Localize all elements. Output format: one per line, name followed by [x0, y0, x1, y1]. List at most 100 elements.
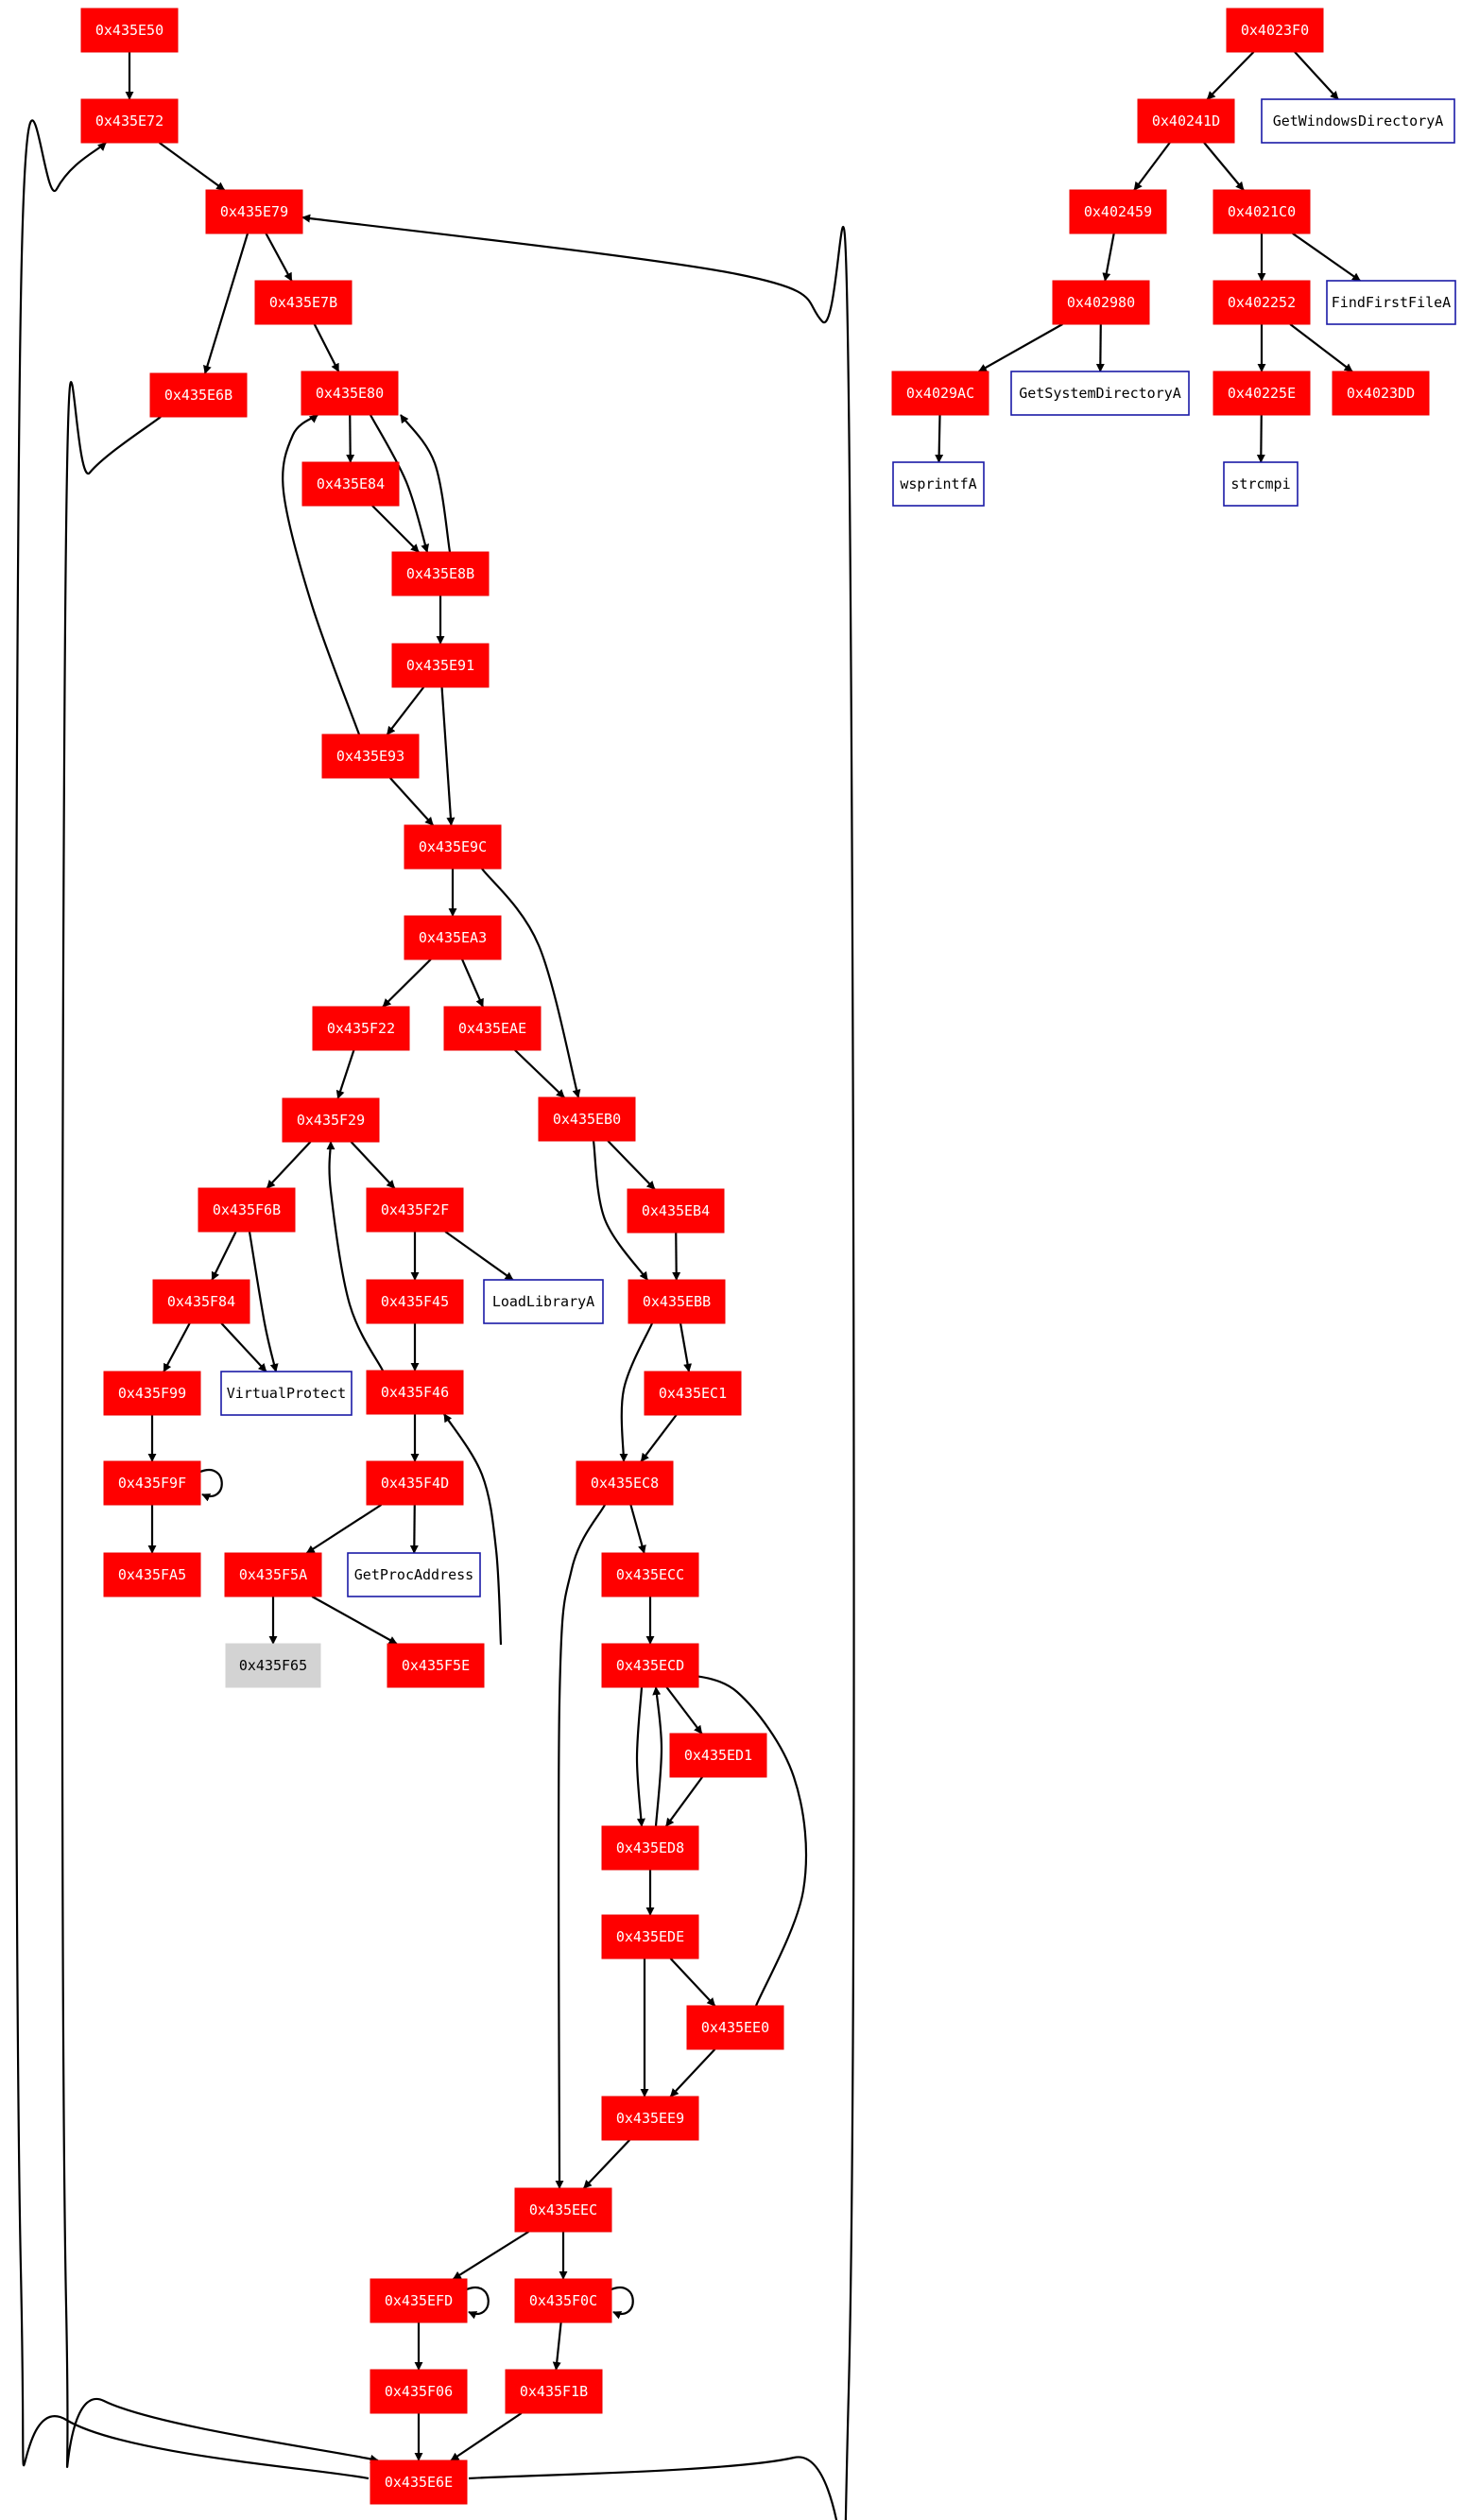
node-box: [312, 1006, 410, 1051]
block-node-0x4021C0: 0x4021C0: [1213, 189, 1311, 234]
edge-0x4029AC-to-wsprintfA: [935, 414, 944, 463]
api-node-strcmpi: strcmpi: [1223, 461, 1299, 507]
node-box: [669, 1733, 767, 1778]
node-box: [149, 372, 248, 418]
block-node-0x435F5E: 0x435F5E: [387, 1643, 485, 1688]
edge-0x435E80-to-0x435E8B: [370, 414, 430, 553]
block-node-0x435ECC: 0x435ECC: [601, 1552, 699, 1597]
node-box: [254, 280, 353, 325]
node-box: [1010, 371, 1190, 416]
node-label: VirtualProtect: [227, 1385, 346, 1402]
node-box: [686, 2005, 784, 2050]
node-label: 0x435E7B: [269, 294, 337, 311]
node-label: 0x435E80: [316, 385, 384, 402]
node-label: 0x4029AC: [906, 385, 974, 402]
edge-layer: [14, 51, 1361, 2520]
edge-0x4023F0-to-0x40241D: [1206, 51, 1255, 100]
node-box: [1226, 8, 1324, 53]
node-label: 0x435EA3: [419, 929, 487, 946]
edge-0x435F6B-to-0x435F84: [211, 1231, 237, 1281]
block-node-0x435E93: 0x435E93: [321, 734, 420, 779]
block-node-0x435E80: 0x435E80: [301, 371, 399, 416]
node-label: 0x435F9F: [118, 1475, 186, 1492]
node-box: [576, 1460, 674, 1506]
node-label: 0x435F22: [327, 1020, 395, 1037]
node-label: 0x435EFD: [385, 2292, 453, 2309]
api-node-VirtualProtect: VirtualProtect: [220, 1371, 353, 1416]
edge-0x435EE0-to-0x435ECD: [676, 1671, 808, 2007]
api-node-LoadLibraryA: LoadLibraryA: [483, 1279, 604, 1324]
edge-0x435EFD-to-0x435EFD: [466, 2287, 490, 2320]
edge-0x435EBB-to-0x435EC1: [679, 1322, 693, 1372]
node-box: [483, 1279, 604, 1324]
node-box: [514, 2278, 612, 2323]
node-label: 0x435EC8: [591, 1475, 659, 1492]
node-box: [220, 1371, 353, 1416]
block-node-0x435E50: 0x435E50: [80, 8, 179, 53]
node-box: [892, 461, 985, 507]
node-box: [505, 2369, 603, 2414]
node-label: 0x435F1B: [520, 2383, 588, 2400]
edge-0x435EC8-to-0x435ECC: [629, 1504, 646, 1554]
edge-0x435EAE-to-0x435EB0: [514, 1049, 565, 1098]
edge-0x435EB0-to-0x435EBB: [592, 1140, 648, 1281]
node-box: [538, 1096, 636, 1142]
block-node-0x435E6B: 0x435E6B: [149, 372, 248, 418]
node-box: [1332, 371, 1430, 416]
node-label: wsprintfA: [900, 475, 976, 492]
node-label: 0x402252: [1228, 294, 1296, 311]
node-label: 0x435ED8: [616, 1839, 684, 1856]
node-box: [1326, 280, 1456, 325]
node-box: [347, 1552, 481, 1597]
block-node-0x40225E: 0x40225E: [1213, 371, 1311, 416]
edge-0x435EEC-to-0x435EFD: [452, 2231, 529, 2280]
node-box: [1223, 461, 1299, 507]
block-node-0x435E72: 0x435E72: [80, 98, 179, 144]
node-box: [224, 1552, 322, 1597]
node-label: 0x435EB0: [553, 1111, 621, 1128]
edge-0x435EB4-to-0x435EBB: [672, 1232, 681, 1281]
node-label: 0x435EDE: [616, 1928, 684, 1945]
block-node-0x435F9F: 0x435F9F: [103, 1460, 201, 1506]
node-box: [282, 1097, 380, 1143]
block-node-0x435ECD: 0x435ECD: [601, 1643, 699, 1688]
node-label: 0x402980: [1067, 294, 1135, 311]
edge-0x435F2F-to-LoadLibraryA: [444, 1231, 514, 1281]
edge-0x435F29-to-0x435F2F: [350, 1141, 396, 1189]
block-node-0x402980: 0x402980: [1052, 280, 1150, 325]
node-label: 0x435F29: [297, 1112, 365, 1129]
node-label: 0x435F5A: [239, 1566, 307, 1583]
edge-0x435E72-to-0x435E79: [158, 142, 226, 191]
node-label: GetWindowsDirectoryA: [1273, 112, 1444, 129]
block-node-0x435FA5: 0x435FA5: [103, 1552, 201, 1597]
api-node-GetSystemDirectoryA: GetSystemDirectoryA: [1010, 371, 1190, 416]
block-node-0x435E84: 0x435E84: [301, 461, 400, 507]
block-node-0x435F45: 0x435F45: [366, 1279, 464, 1324]
node-label: 0x435E91: [406, 657, 474, 674]
node-label: 0x435E6B: [164, 387, 232, 404]
block-node-0x435EC8: 0x435EC8: [576, 1460, 674, 1506]
node-box: [80, 98, 179, 144]
edge-0x435EDE-to-0x435EE0: [669, 1958, 716, 2007]
node-label: 0x435E79: [220, 203, 288, 220]
node-label: 0x435EBB: [643, 1293, 711, 1310]
block-node-0x435EBB: 0x435EBB: [628, 1279, 726, 1324]
node-label: 0x435F46: [381, 1384, 449, 1401]
api-node-wsprintfA: wsprintfA: [892, 461, 985, 507]
block-node-0x435E9C: 0x435E9C: [404, 824, 502, 870]
block-node-0x435E79: 0x435E79: [205, 189, 303, 234]
edge-0x40241D-to-0x402459: [1133, 142, 1171, 191]
node-label: 0x435E9C: [419, 838, 487, 855]
node-box: [366, 1187, 464, 1233]
edge-0x435E7B-to-0x435E80: [313, 323, 340, 372]
node-box: [370, 2278, 468, 2323]
node-label: 0x435EEC: [529, 2201, 597, 2218]
block-node-0x435ED8: 0x435ED8: [601, 1825, 699, 1871]
block-node-0x435EFD: 0x435EFD: [370, 2278, 468, 2323]
edge-0x435F5E-to-0x435F46: [443, 1413, 503, 1646]
node-box: [366, 1279, 464, 1324]
block-node-0x435E6E: 0x435E6E: [370, 2460, 468, 2505]
edge-0x435F4D-to-GetProcAddress: [409, 1504, 419, 1554]
node-label: 0x435F4D: [381, 1475, 449, 1492]
edge-0x435EC1-to-0x435EC8: [640, 1414, 678, 1462]
